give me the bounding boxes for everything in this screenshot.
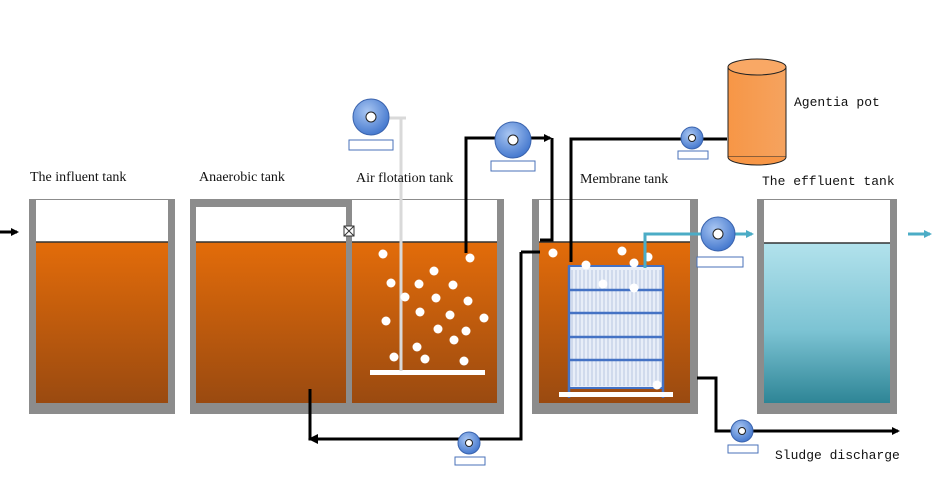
sludge-pump-icon [727,419,759,454]
label-anaerobic-tank: Anaerobic tank [199,170,285,185]
label-membrane-tank: Membrane tank [580,172,668,187]
air-bubbles [378,249,489,366]
pipe-sludge-discharge [697,376,900,435]
label-influent-tank: The influent tank [30,170,126,185]
effluent-tank [757,199,897,414]
air-flotation-tank [352,118,497,403]
pipe-agentia-dosing [569,137,727,262]
label-sludge-discharge: Sludge discharge [775,448,900,463]
membrane-tank [532,199,698,414]
label-effluent-tank: The effluent tank [762,174,895,189]
pipe-sludge-return [308,252,523,441]
overflow-valve-icon [343,225,355,237]
influent-tank [29,199,175,414]
label-air-flotation-tank: Air flotation tank [356,171,453,186]
label-agentia-pot: Agentia pot [794,95,880,110]
dosing-pump-icon [677,126,709,160]
membrane-module [567,265,665,398]
pipe-membrane-inlet [540,138,554,242]
feed-pump-icon [490,121,536,172]
return-pump-icon [454,431,486,466]
permeate-pump-icon [696,216,744,268]
blower-pump-icon [348,98,406,151]
agentia-pot [727,58,787,166]
